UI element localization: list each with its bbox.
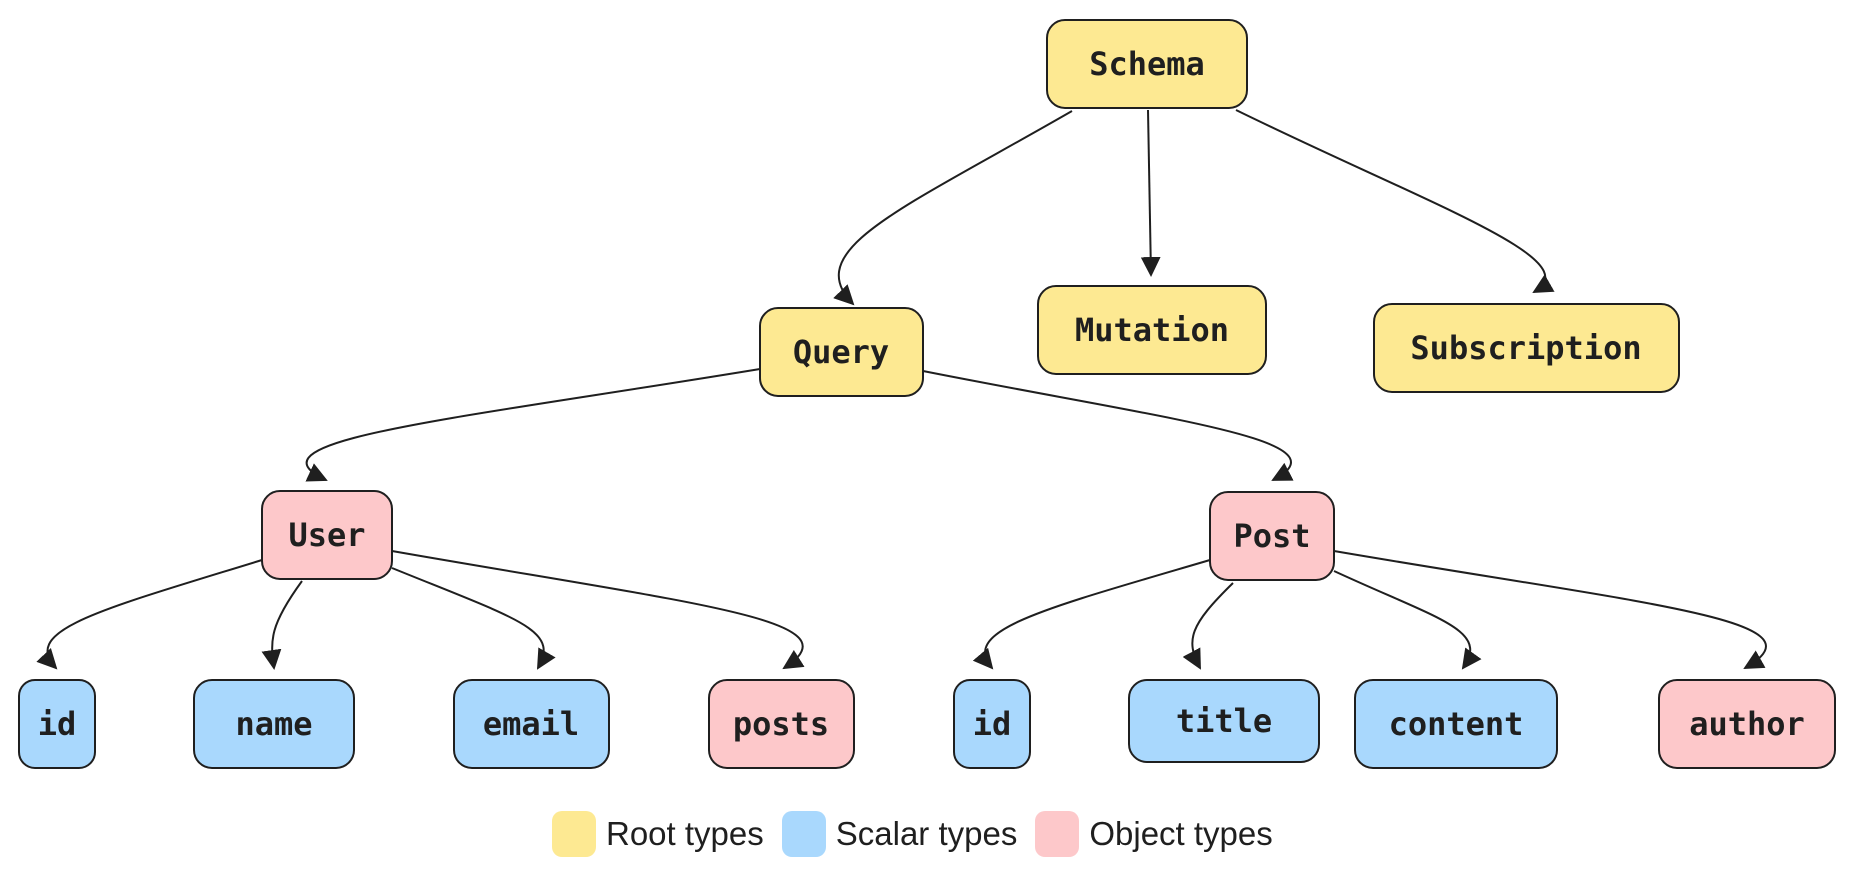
edge-user-name <box>261 580 303 670</box>
node-mutation-box <box>1037 285 1267 375</box>
node-user-name-box <box>193 679 355 769</box>
node-user-name-label: name <box>235 705 312 743</box>
node-subscription-box <box>1373 303 1680 393</box>
node-user-id-label: id <box>38 705 77 743</box>
legend: Root types Scalar types Object types <box>552 808 1273 860</box>
legend-item-object: Object types <box>1035 811 1273 857</box>
node-subscription-label: Subscription <box>1410 329 1641 367</box>
edge-user-id <box>36 559 263 670</box>
node-post-title: title <box>1128 679 1320 763</box>
node-post-author-box <box>1658 679 1836 769</box>
node-post-title-label: title <box>1176 702 1272 740</box>
edge-user-email <box>391 567 556 670</box>
node-post-title-box <box>1128 679 1320 763</box>
node-mutation-label: Mutation <box>1075 311 1229 349</box>
edge-post-title <box>1182 582 1234 670</box>
node-post-author: author <box>1658 679 1836 769</box>
edge-schema-subscription <box>1235 109 1555 293</box>
node-user-posts-label: posts <box>733 705 829 743</box>
edge-user-posts <box>391 550 805 670</box>
node-post-author-label: author <box>1689 705 1805 743</box>
nodes: Schema Query Mutation Subscription User … <box>18 19 1836 769</box>
node-user-id: id <box>18 679 96 769</box>
node-query: Query <box>759 307 924 397</box>
edge-query-user <box>305 368 761 482</box>
legend-label-root: Root types <box>606 815 764 852</box>
node-post-box <box>1209 491 1335 581</box>
legend-item-root: Root types <box>552 811 764 857</box>
node-post-content-box <box>1354 679 1558 769</box>
legend-swatch-root <box>552 811 596 857</box>
node-post-label: Post <box>1233 517 1310 555</box>
edge-post-content <box>1333 570 1482 670</box>
node-user: User <box>261 490 393 580</box>
node-post-content-label: content <box>1389 705 1524 743</box>
node-subscription: Subscription <box>1373 303 1680 393</box>
node-post-content: content <box>1354 679 1558 769</box>
node-post-id-label: id <box>973 705 1012 743</box>
edges <box>36 109 1767 670</box>
node-user-id-box <box>18 679 96 769</box>
node-user-posts-box <box>708 679 855 769</box>
node-user-email: email <box>453 679 610 769</box>
legend-label-scalar: Scalar types <box>835 815 1018 852</box>
node-user-email-label: email <box>483 705 579 743</box>
legend-item-scalar: Scalar types <box>781 811 1018 857</box>
node-schema: Schema <box>1046 19 1248 109</box>
node-user-email-box <box>453 679 610 769</box>
node-post-id-box <box>953 679 1031 769</box>
edge-post-author <box>1333 550 1767 669</box>
node-mutation: Mutation <box>1037 285 1267 375</box>
edge-schema-query <box>833 110 1073 306</box>
node-post-id: id <box>953 679 1031 769</box>
node-schema-label: Schema <box>1089 45 1205 83</box>
node-user-name: name <box>193 679 355 769</box>
node-post: Post <box>1209 491 1335 581</box>
edge-schema-mutation <box>1140 109 1161 277</box>
node-schema-box <box>1046 19 1248 109</box>
legend-swatch-object <box>1035 811 1080 857</box>
edge-post-id <box>972 559 1211 670</box>
node-user-posts: posts <box>708 679 855 769</box>
node-query-box <box>759 307 924 397</box>
node-user-box <box>261 490 393 580</box>
legend-swatch-scalar <box>781 811 826 857</box>
node-query-label: Query <box>793 333 889 371</box>
node-user-label: User <box>288 516 365 554</box>
edge-query-post <box>922 370 1294 481</box>
legend-label-object: Object types <box>1089 815 1273 852</box>
